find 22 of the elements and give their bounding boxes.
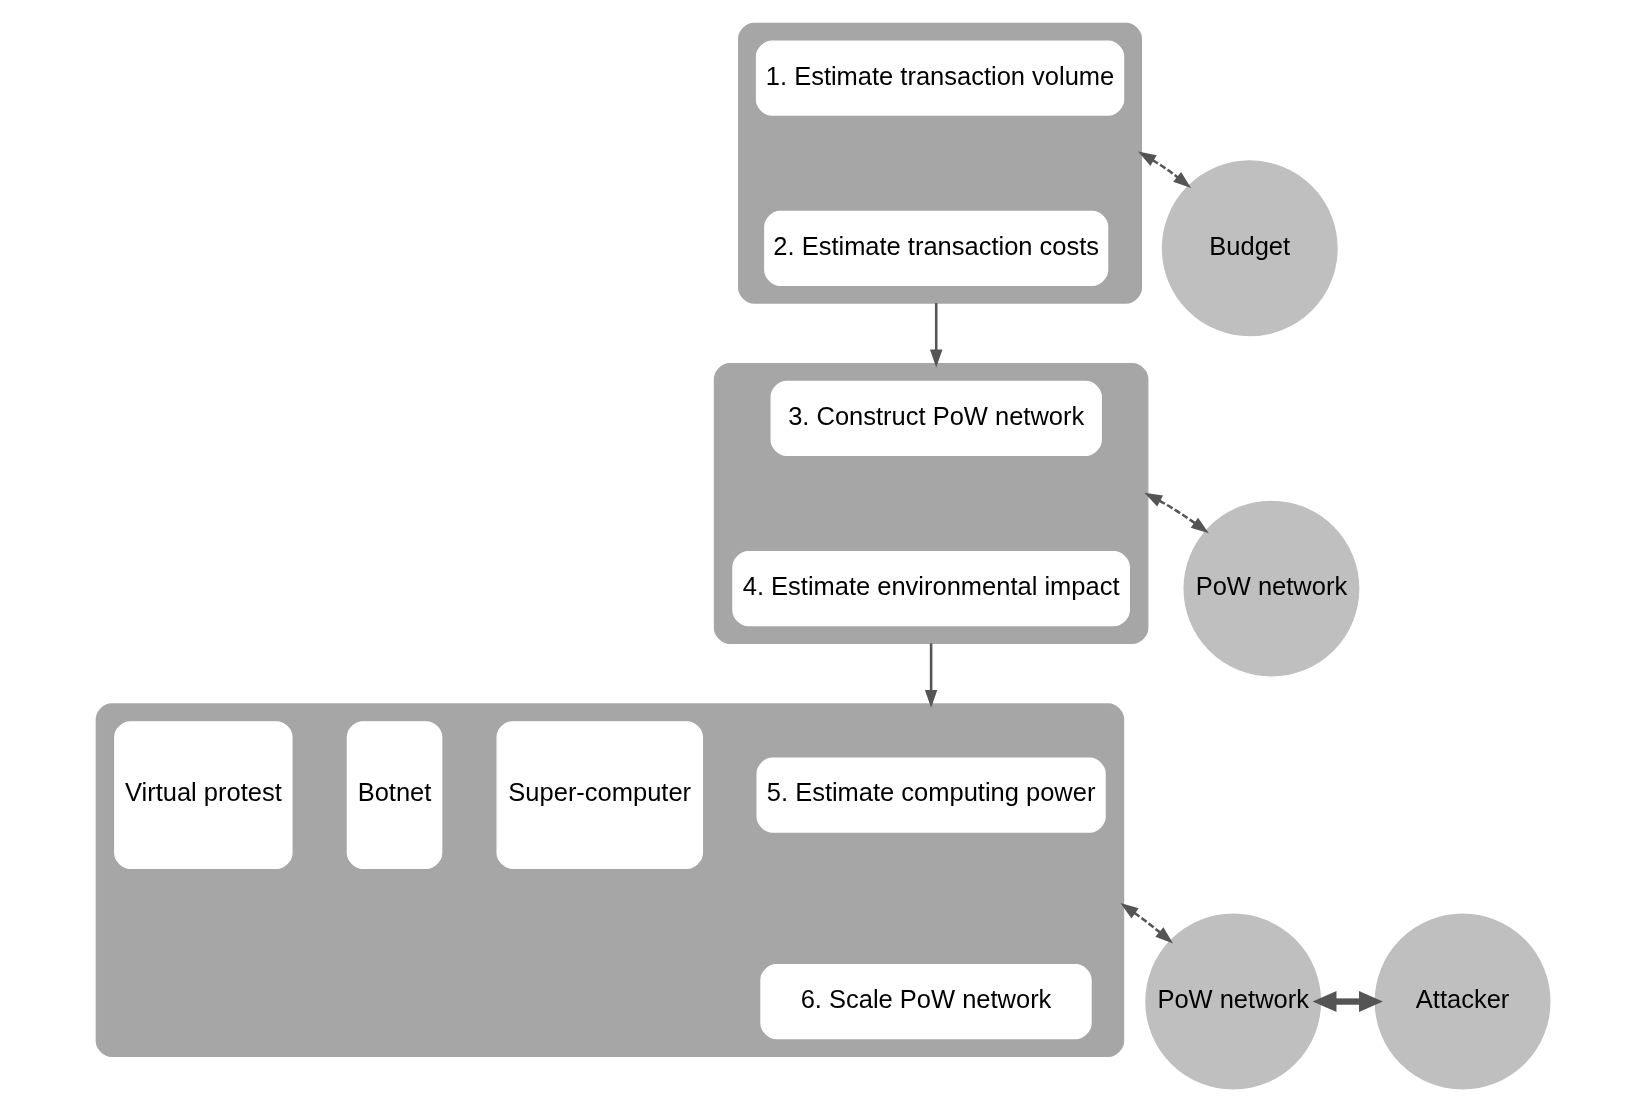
node-circle: Attacker: [1374, 913, 1551, 1090]
node-box: 2. Estimate transaction costs: [763, 210, 1108, 286]
node-box: 3. Construct PoW network: [770, 380, 1102, 457]
node-box: 1. Estimate transaction volume: [755, 40, 1124, 116]
arrow: [924, 643, 937, 708]
node-circle: PoW network: [1144, 913, 1321, 1090]
node-box: Virtual protest: [113, 721, 293, 869]
node-box: 5. Estimate computing power: [756, 757, 1106, 833]
arrow: [1137, 151, 1191, 189]
node-circle: PoW network: [1182, 500, 1359, 677]
node-box: 4. Estimate environmental impact: [731, 551, 1130, 627]
arrow: [929, 303, 942, 368]
arrow: [1119, 903, 1173, 944]
node-circle: Budget: [1161, 160, 1338, 337]
node-box: Botnet: [346, 721, 442, 869]
node-box: 6. Scale PoW network: [759, 963, 1092, 1040]
arrow: [1143, 492, 1209, 534]
cluster: [737, 22, 1142, 304]
cluster: [95, 703, 1124, 1057]
arrow: [1312, 991, 1383, 1012]
node-box: Super-computer: [496, 721, 703, 869]
cluster: [713, 363, 1148, 645]
